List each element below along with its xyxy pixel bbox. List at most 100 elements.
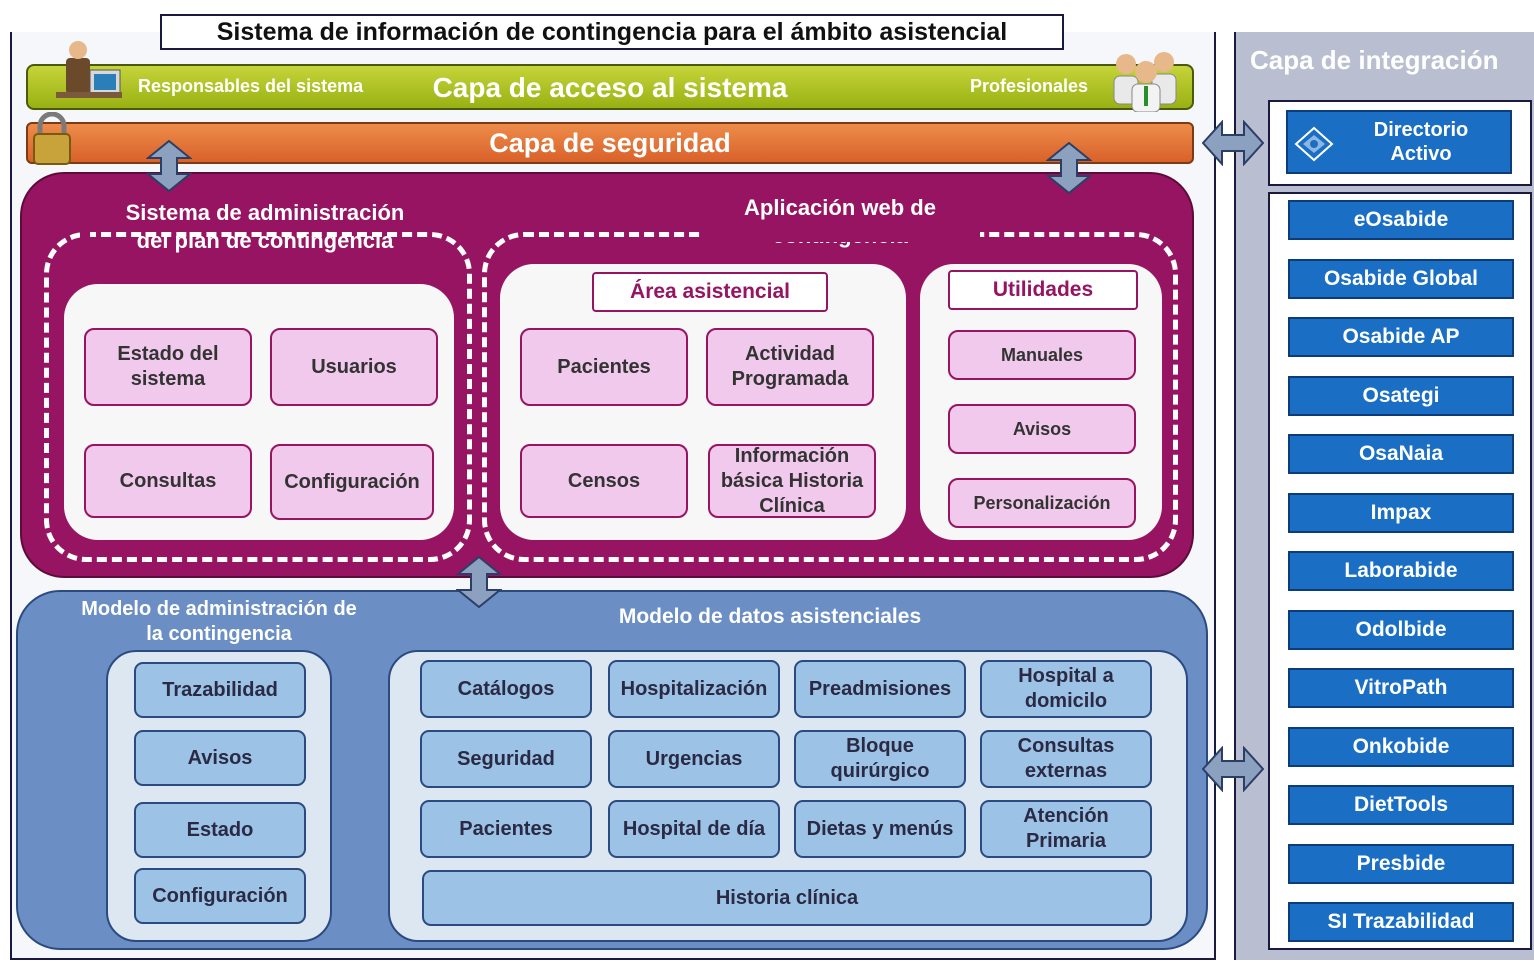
access-layer-bar (26, 64, 1194, 110)
consultas-externas-button-label: externas (1024, 760, 1108, 782)
professionals-icon (1108, 46, 1184, 113)
double-arrow-horizontal-icon (1202, 120, 1264, 166)
utilities-label: Utilidades (948, 270, 1138, 310)
admin-system-dashed-border (44, 232, 472, 562)
configuracion-button-label: Configuración (284, 470, 420, 493)
avisos-button[interactable]: Avisos (948, 404, 1136, 454)
informacion-basica-historia-clinica-button-label: Clínica (759, 494, 825, 517)
osanaia-system-button[interactable]: OsaNaia (1288, 434, 1514, 474)
directorio-activo-button[interactable]: Directorio Activo (1286, 110, 1512, 174)
bloque-quirurgico-button[interactable]: Bloque quirúrgico (794, 730, 966, 788)
osategi-system-button[interactable]: Osategi (1288, 375, 1514, 416)
osabide-global-system-button[interactable]: Osabide Global (1288, 258, 1514, 299)
pacientes-button-label: Pacientes (557, 355, 651, 378)
onkobide-system-button[interactable]: Onkobide (1288, 726, 1514, 767)
admin-system-title-line1: Sistema de administración (125, 200, 405, 225)
estado-button[interactable]: Estado (134, 802, 306, 858)
padlock-icon (30, 111, 74, 168)
presbide-system-button[interactable]: Presbide (1288, 843, 1514, 884)
preadmisiones-button[interactable]: Preadmisiones (794, 660, 966, 718)
clinical-area-label: Área asistencial (592, 272, 828, 312)
consultas-externas-button-label: Consultas (1017, 735, 1115, 757)
directory-line-2: Activo (1390, 143, 1452, 165)
manuales-button[interactable]: Manuales (948, 330, 1136, 380)
atencion-primaria-button-label: Primaria (1025, 830, 1107, 852)
pacientes-button[interactable]: Pacientes (520, 328, 688, 406)
pacientes-button-label: Pacientes (459, 817, 553, 840)
catalogos-button-label: Catálogos (457, 677, 555, 700)
hospital-a-domicilo-button[interactable]: Hospital a domicilo (980, 660, 1152, 718)
hospital-a-domicilo-button-label: domicilo (1024, 690, 1108, 712)
vitropath-system-button[interactable]: VitroPath (1288, 668, 1514, 708)
urgencias-button-label: Urgencias (645, 747, 743, 770)
seguridad-button[interactable]: Seguridad (420, 730, 592, 788)
seguridad-button-label: Seguridad (457, 747, 555, 770)
professionals-label: Profesionales (970, 76, 1089, 96)
estado-del-sistema-button-label: sistema (130, 368, 206, 390)
dash-gap-2 (700, 226, 980, 242)
catalogos-button[interactable]: Catálogos (420, 660, 592, 718)
consultas-externas-button[interactable]: Consultas externas (980, 730, 1152, 788)
dash-gap (80, 218, 90, 242)
consultas-button-label: Consultas (119, 469, 217, 492)
avisos-button[interactable]: Avisos (134, 730, 306, 786)
double-arrow-vertical-icon (146, 140, 192, 192)
web-app-title-line1: Aplicación web de (744, 195, 936, 220)
hospital-a-domicilo-button-label: Hospital a (1018, 665, 1114, 687)
pacientes-button[interactable]: Pacientes (420, 800, 592, 858)
consultas-button[interactable]: Consultas (84, 444, 252, 518)
actividad-programada-button-label: Actividad (744, 343, 836, 365)
admin-model-title-line2: la contingencia (146, 623, 292, 645)
directory-line-1: Directorio (1373, 119, 1469, 141)
bloque-quirurgico-button-label: Bloque (846, 735, 914, 757)
double-arrow-vertical-icon (456, 556, 502, 608)
usuarios-button-label: Usuarios (311, 355, 397, 378)
active-directory-icon (1294, 126, 1334, 162)
hospital-de-dia-button[interactable]: Hospital de día (608, 800, 780, 858)
eosabide-system-button[interactable]: eOsabide (1288, 200, 1514, 240)
system-admins-label: Responsables del sistema (138, 76, 364, 96)
impax-system-button[interactable]: Impax (1288, 492, 1514, 533)
diettools-system-button[interactable]: DietTools (1288, 785, 1514, 825)
urgencias-button[interactable]: Urgencias (608, 730, 780, 788)
diagram-title: Sistema de información de contingencia p… (160, 14, 1064, 50)
odolbide-system-button[interactable]: Odolbide (1288, 609, 1514, 650)
configuracion-button[interactable]: Configuración (134, 868, 306, 924)
hospitalizacion-button[interactable]: Hospitalización (608, 660, 780, 718)
hospitalizacion-button-label: Hospitalización (620, 677, 768, 700)
estado-del-sistema-button[interactable]: Estado del sistema (84, 328, 252, 406)
data-model-title: Modelo de datos asistenciales (618, 605, 922, 628)
laborabide-system-button[interactable]: Laborabide (1288, 551, 1514, 591)
security-layer-bar: Capa de seguridad (26, 122, 1194, 164)
atencion-primaria-button-label: Atención (1023, 805, 1109, 827)
double-arrow-vertical-icon (1046, 142, 1092, 194)
configuracion-button[interactable]: Configuración (270, 444, 434, 520)
censos-button-label: Censos (567, 469, 641, 492)
admin-system-title: Sistema de administración del plan de co… (80, 198, 450, 256)
informacion-basica-historia-clinica-button-label: Información (734, 444, 850, 467)
admin-model-title: Modelo de administración de la contingen… (60, 596, 378, 648)
hospital-de-dia-button-label: Hospital de día (622, 817, 766, 840)
admin-model-title-line1: Modelo de administración de (81, 598, 357, 620)
informacion-basica-historia-clinica-button-label: básica Historia (720, 469, 864, 492)
bloque-quirurgico-button-label: quirúrgico (830, 760, 930, 782)
dietas-y-menus-button-label: Dietas y menús (806, 817, 954, 840)
preadmisiones-button-label: Preadmisiones (808, 677, 952, 700)
access-layer-label: Capa de acceso al sistema (432, 72, 788, 103)
actividad-programada-button-label: Programada (731, 368, 849, 390)
historia-clinica-button[interactable]: Historia clínica (422, 870, 1152, 926)
dietas-y-menus-button[interactable]: Dietas y menús (794, 800, 966, 858)
trazabilidad-button[interactable]: Trazabilidad (134, 662, 306, 718)
osabide-ap-system-button[interactable]: Osabide AP (1288, 317, 1514, 357)
double-arrow-horizontal-icon (1202, 746, 1264, 792)
censos-button[interactable]: Censos (520, 444, 688, 518)
integration-title: Capa de integración (1250, 44, 1499, 75)
estado-del-sistema-button-label: Estado del (117, 343, 219, 365)
si-trazabilidad-system-button[interactable]: SI Trazabilidad (1288, 902, 1514, 942)
system-admin-icon (36, 40, 126, 112)
usuarios-button[interactable]: Usuarios (270, 328, 438, 406)
personalizacion-button[interactable]: Personalización (948, 478, 1136, 528)
